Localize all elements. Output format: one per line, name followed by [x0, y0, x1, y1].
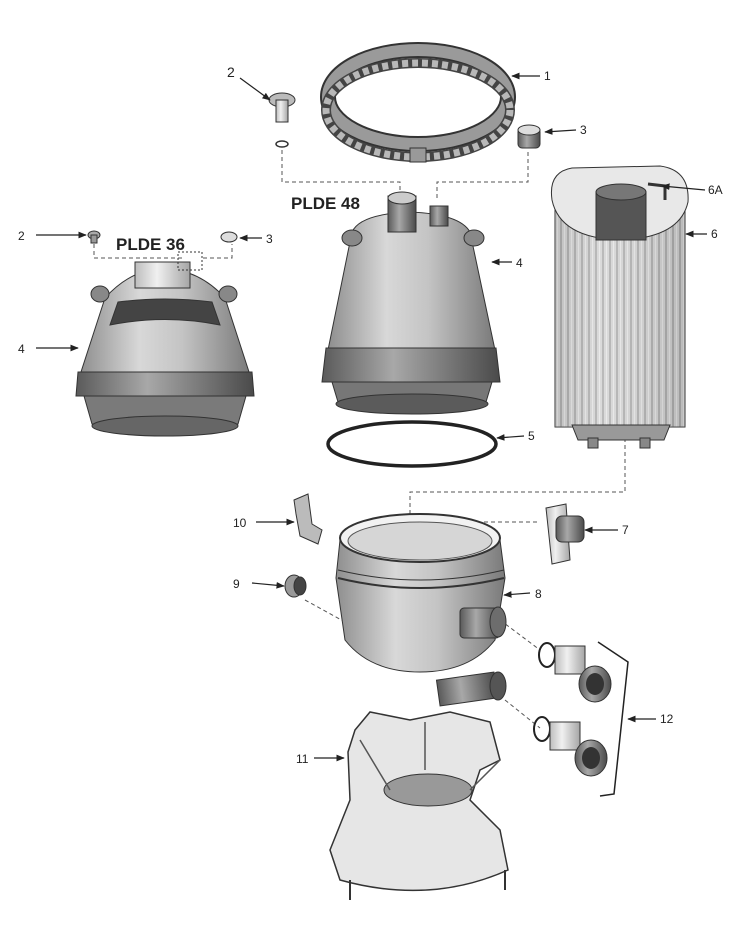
clamp-ring-part-1	[320, 42, 516, 163]
callout-2-top: 2	[227, 64, 235, 80]
callout-3-top: 3	[580, 123, 587, 137]
union-fittings-part-12	[533, 641, 629, 797]
callout-6a: 6A	[708, 183, 723, 197]
model-label-plde48: PLDE 48	[291, 194, 360, 213]
callout-6: 6	[711, 227, 718, 241]
callout-7: 7	[622, 523, 629, 537]
callout-9: 9	[233, 577, 240, 591]
air-relief-valve-part-2-left	[87, 230, 101, 244]
callout-11: 11	[296, 752, 309, 766]
callout-10: 10	[233, 516, 247, 530]
callout-5: 5	[528, 429, 535, 443]
tank-bottom-part-8	[335, 513, 507, 707]
model-label-plde36: PLDE 36	[116, 235, 185, 254]
bracket-clip-part-10	[293, 493, 323, 545]
callout-4-left: 4	[18, 342, 25, 356]
drain-plug-part-3-left	[220, 231, 238, 243]
o-ring-part-5	[326, 420, 498, 468]
callout-3-left: 3	[266, 232, 273, 246]
base-stand-part-11	[329, 711, 509, 900]
drain-plug-part-3-top	[517, 124, 541, 149]
cartridge-element-part-6	[550, 165, 689, 449]
callout-2-left: 2	[18, 229, 25, 243]
tank-lid-plde36-part-4	[75, 251, 255, 437]
tank-lid-plde48-part-4	[321, 191, 501, 415]
callout-1: 1	[544, 69, 551, 83]
callout-8: 8	[535, 587, 542, 601]
air-relief-valve-part-2-top	[268, 92, 296, 148]
mounting-bracket-part-7	[545, 503, 585, 565]
callout-leader-lines	[36, 72, 707, 762]
callout-4-mid: 4	[516, 256, 523, 270]
gauge-port-plug-part-9	[284, 574, 307, 598]
callout-12: 12	[660, 712, 674, 726]
